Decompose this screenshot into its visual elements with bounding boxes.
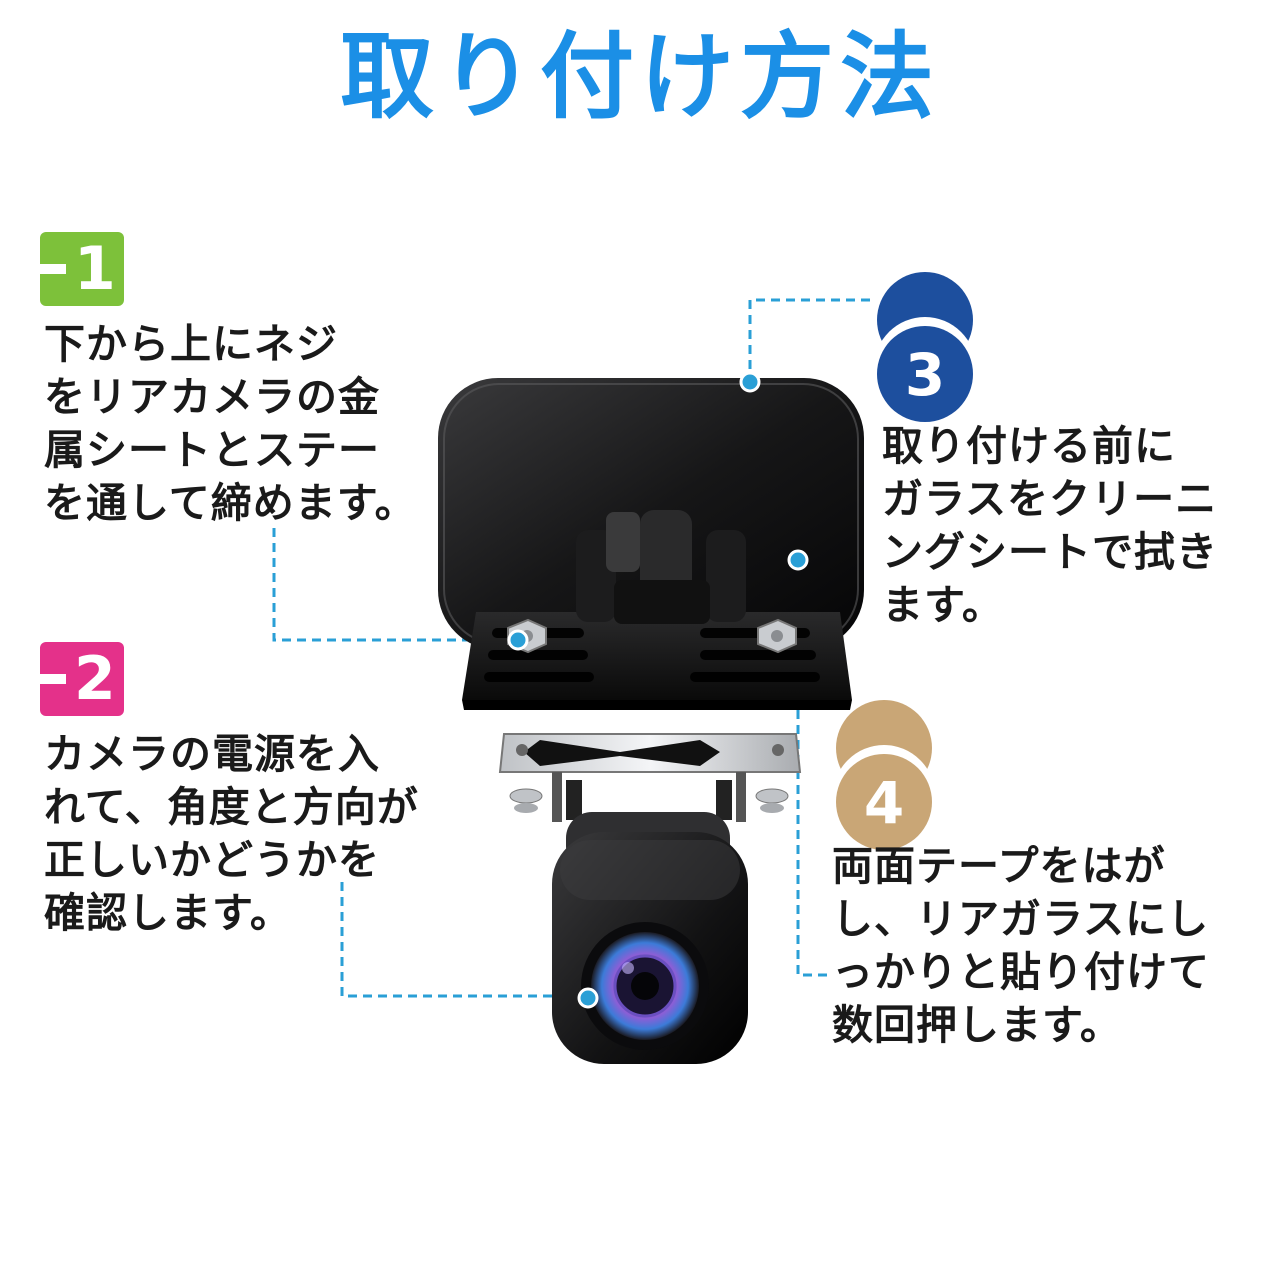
step-3-line: 取り付ける前に — [882, 422, 1176, 470]
step-1-line: 下から上にネジ — [44, 320, 338, 368]
step-1-number: 1 — [74, 234, 116, 304]
step-2-line: 確認します。 — [44, 889, 292, 937]
step-3-text: 取り付ける前に ガラスをクリーニ ングシートで拭き ます。 — [882, 420, 1218, 632]
step-1-line: を通して締めます。 — [44, 479, 417, 527]
step-4-text: 両面テープをはが し、リアガラスにし っかりと貼り付けて 数回押します。 — [832, 840, 1210, 1052]
step-1-badge: 1 — [40, 232, 124, 306]
step-1-text: 下から上にネジ をリアカメラの金 属シートとステー を通して締めます。 — [44, 318, 417, 530]
step-1-line: 属シートとステー — [44, 426, 380, 474]
step-4-line: っかりと貼り付けて — [832, 948, 1210, 996]
step-3-badge: 3 — [877, 272, 973, 422]
step-2-number: 2 — [74, 644, 116, 714]
step-2-text: カメラの電源を入 れて、角度と方向が 正しいかどうかを 確認します。 — [44, 728, 419, 940]
step-2-line: カメラの電源を入 — [44, 730, 380, 778]
step-2-line: 正しいかどうかを — [44, 836, 380, 884]
step-4-badge: 4 — [836, 700, 932, 850]
leader-dots — [507, 371, 809, 1009]
step-4-line: し、リアガラスにし — [832, 895, 1210, 943]
camera-lens-icon — [581, 922, 709, 1050]
step-3-line: ガラスをクリーニ — [882, 475, 1218, 523]
leader-line-step-3 — [748, 298, 870, 382]
step-3-line: ます。 — [882, 581, 1004, 629]
step-2-line: れて、角度と方向が — [44, 783, 419, 831]
mount-bracket-icon — [462, 510, 852, 710]
step-3-line: ングシートで拭き — [882, 528, 1218, 576]
step-4-line: 両面テープをはが — [832, 842, 1166, 890]
step-4-number: 4 — [863, 769, 905, 837]
leader-line-step-1 — [272, 528, 518, 642]
leader-line-step-2 — [340, 882, 588, 998]
step-2-badge: 2 — [40, 642, 124, 716]
step-1-line: をリアカメラの金 — [44, 373, 380, 421]
step-3-number: 3 — [904, 341, 946, 409]
step-4-line: 数回押します。 — [832, 1001, 1122, 1049]
page-title: 取り付け方法 — [339, 23, 940, 132]
steel-stay-icon — [498, 733, 802, 822]
